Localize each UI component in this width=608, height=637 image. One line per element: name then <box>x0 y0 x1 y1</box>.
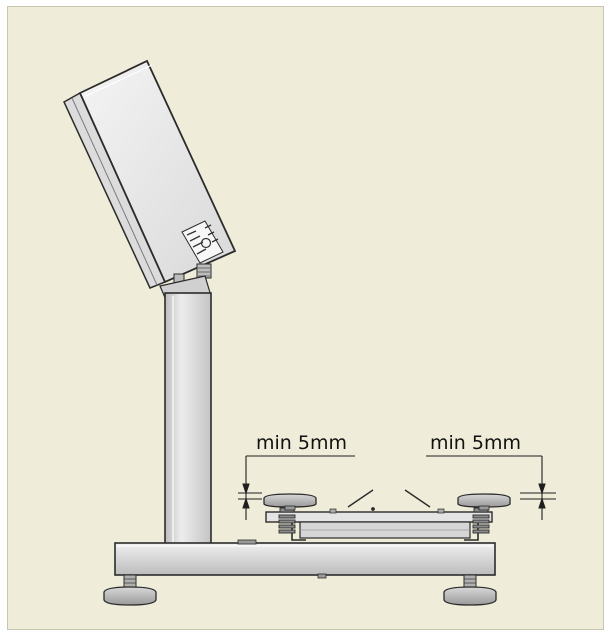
carrier-bolt-2 <box>437 508 445 514</box>
base-cable-exit <box>237 539 257 545</box>
spring-left <box>278 507 296 534</box>
support-pad-left <box>263 493 317 511</box>
column-body <box>164 292 212 545</box>
spring-right <box>472 507 490 534</box>
left-dim-arrow-down <box>242 483 250 495</box>
dimension-annotation-left <box>238 455 355 520</box>
right-dim-arrow-down <box>538 483 546 495</box>
base-frame-body <box>114 542 496 576</box>
left-dim-arrow-up <box>242 497 250 509</box>
left-dimension-label: min 5mm <box>256 432 347 454</box>
levelling-foot-left <box>103 574 157 606</box>
housing-bezel-line <box>71 97 158 286</box>
rating-label-seal-icon <box>200 237 212 249</box>
indicator-housing <box>63 59 237 289</box>
support-pad-right <box>457 493 511 511</box>
support-column <box>159 275 212 545</box>
housing-edge-highlight <box>85 64 153 97</box>
center-diagonal-struts <box>347 489 431 511</box>
scale-base-frame <box>114 539 496 579</box>
right-dim-arrow-up <box>538 497 546 509</box>
dimension-annotation-right <box>426 455 556 520</box>
right-dimension-label: min 5mm <box>430 432 521 454</box>
carrier-plate <box>265 511 493 523</box>
base-bottom-bolt <box>317 573 327 579</box>
carrier-bolt-1 <box>329 508 337 514</box>
platform-carrier <box>265 508 493 541</box>
levelling-foot-right <box>443 574 497 606</box>
